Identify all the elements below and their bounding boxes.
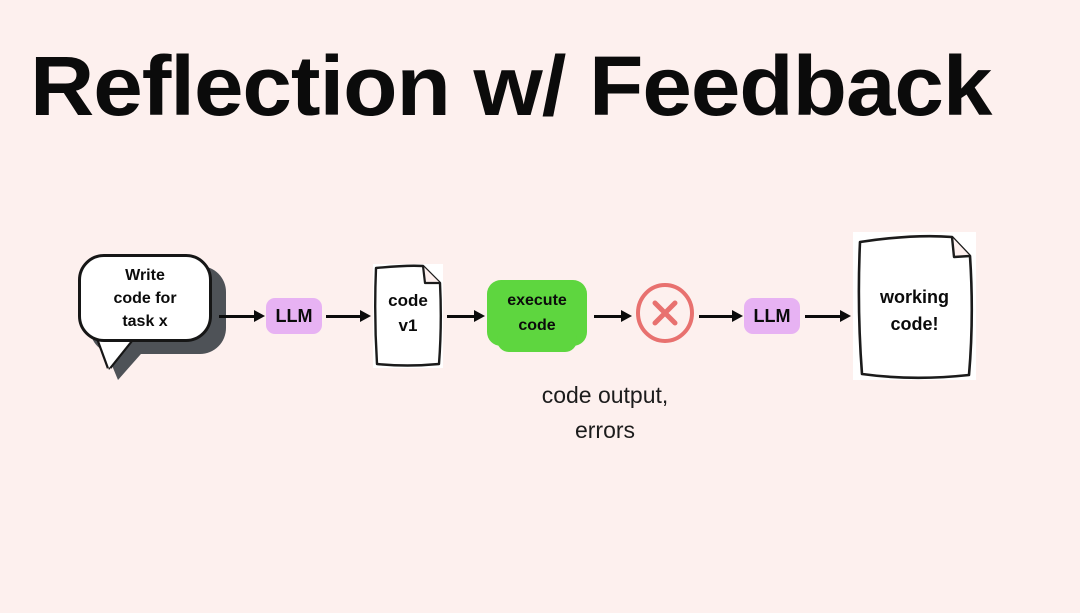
speech-bubble-tail-icon bbox=[98, 338, 133, 368]
page-title: Reflection w/ Feedback bbox=[30, 39, 992, 133]
document-icon bbox=[374, 264, 442, 367]
prompt-speech-bubble[interactable]: Write code for task x bbox=[78, 254, 228, 384]
error-indicator[interactable] bbox=[634, 282, 696, 344]
arrow-llm1-to-code bbox=[326, 309, 371, 323]
speech-bubble-body bbox=[78, 254, 212, 342]
pipeline-caption: code output, errors bbox=[541, 382, 669, 443]
working-code-label: working code! bbox=[879, 287, 949, 334]
arrow-llm2-to-result bbox=[805, 309, 851, 323]
prompt-bubble-label: Write code for task x bbox=[113, 267, 177, 330]
arrow-error-to-llm2 bbox=[699, 309, 743, 323]
working-code-document[interactable]: working code! bbox=[853, 232, 976, 380]
arrow-execute-to-error bbox=[594, 309, 632, 323]
pipeline-diagram: Write code for task x LLM code v1 bbox=[0, 222, 1080, 402]
llm-chip-first[interactable]: LLM bbox=[266, 298, 322, 334]
document-icon bbox=[857, 234, 974, 380]
llm-chip-second[interactable]: LLM bbox=[744, 298, 800, 334]
code-v1-label: code v1 bbox=[388, 291, 428, 335]
execute-code-box[interactable]: execute code bbox=[487, 280, 587, 352]
execute-code-label: execute code bbox=[507, 292, 567, 334]
circle-x-icon bbox=[636, 283, 694, 343]
code-v1-document[interactable]: code v1 bbox=[373, 264, 443, 368]
execute-code-shape bbox=[487, 280, 587, 352]
arrow-code-to-execute bbox=[447, 309, 485, 323]
arrow-bubble-to-llm1 bbox=[219, 309, 265, 323]
